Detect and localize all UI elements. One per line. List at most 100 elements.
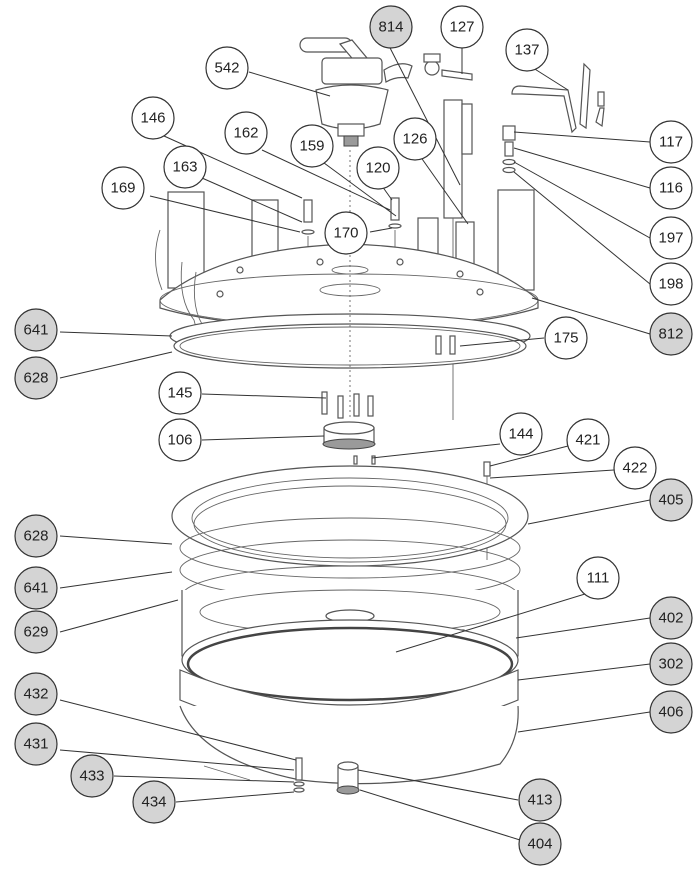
leader-169 bbox=[149, 195, 301, 233]
svg-text:163: 163 bbox=[172, 159, 197, 176]
leader-170 bbox=[369, 227, 393, 233]
callout-169: 169 bbox=[101, 166, 145, 210]
callout-bubbles: 814 127 137 542 146 162 159 126 117 120 … bbox=[14, 5, 693, 866]
leader-406 bbox=[517, 711, 651, 733]
svg-text:162: 162 bbox=[233, 125, 258, 142]
svg-text:405: 405 bbox=[658, 492, 683, 509]
fitting-127 bbox=[423, 53, 473, 81]
bottom-fittings bbox=[293, 757, 360, 795]
svg-text:542: 542 bbox=[214, 60, 239, 77]
svg-text:628: 628 bbox=[23, 370, 48, 387]
callout-406: 406 bbox=[649, 690, 693, 734]
callout-120: 120 bbox=[356, 146, 400, 190]
leader-126 bbox=[419, 155, 469, 225]
svg-text:431: 431 bbox=[23, 736, 48, 753]
svg-text:641: 641 bbox=[23, 322, 48, 339]
leader-812 bbox=[531, 297, 651, 335]
svg-text:120: 120 bbox=[365, 160, 390, 177]
leader-106 bbox=[201, 435, 325, 441]
callout-137: 137 bbox=[505, 28, 549, 72]
leader-175 bbox=[459, 337, 545, 347]
callout-628-top: 628 bbox=[14, 356, 58, 400]
callout-413: 413 bbox=[518, 778, 562, 822]
callout-106: 106 bbox=[158, 418, 202, 462]
leader-628-lower bbox=[59, 535, 173, 545]
fittings-117-198 bbox=[502, 125, 516, 174]
svg-text:641: 641 bbox=[23, 580, 48, 597]
leader-302 bbox=[517, 663, 651, 681]
leader-162 bbox=[261, 149, 391, 211]
leader-405 bbox=[527, 499, 651, 525]
callout-641-lower: 641 bbox=[14, 566, 58, 610]
callout-628-lower: 628 bbox=[14, 514, 58, 558]
svg-text:116: 116 bbox=[659, 180, 683, 197]
callout-162: 162 bbox=[224, 111, 268, 155]
callout-111: 111 bbox=[576, 556, 620, 600]
seal-628-lower bbox=[179, 517, 521, 579]
callout-302: 302 bbox=[649, 642, 693, 686]
screws-145 bbox=[321, 391, 374, 419]
leader-434 bbox=[175, 791, 295, 803]
svg-text:145: 145 bbox=[167, 385, 192, 402]
svg-text:421: 421 bbox=[575, 432, 600, 449]
callout-146: 146 bbox=[131, 96, 175, 140]
callout-127: 127 bbox=[440, 5, 484, 49]
callout-198: 198 bbox=[649, 262, 693, 306]
svg-text:137: 137 bbox=[514, 42, 539, 59]
callout-542: 542 bbox=[205, 46, 249, 90]
leader-413 bbox=[357, 769, 519, 801]
leader-198 bbox=[513, 171, 651, 285]
svg-text:433: 433 bbox=[79, 768, 104, 785]
leader-814 bbox=[385, 39, 461, 186]
callout-159: 159 bbox=[290, 124, 334, 168]
svg-text:432: 432 bbox=[23, 686, 48, 703]
svg-text:422: 422 bbox=[622, 460, 647, 477]
leader-116 bbox=[513, 147, 651, 189]
svg-text:175: 175 bbox=[553, 330, 578, 347]
svg-text:406: 406 bbox=[658, 704, 683, 721]
svg-text:146: 146 bbox=[140, 110, 165, 127]
callout-431: 431 bbox=[14, 722, 58, 766]
leader-163 bbox=[201, 177, 303, 223]
callout-126: 126 bbox=[393, 117, 437, 161]
svg-text:628: 628 bbox=[23, 528, 48, 545]
leader-641-top bbox=[59, 331, 173, 337]
svg-text:126: 126 bbox=[402, 131, 427, 148]
leader-137 bbox=[529, 65, 569, 91]
svg-text:106: 106 bbox=[167, 432, 192, 449]
callout-117: 117 bbox=[649, 120, 693, 164]
rod-814 bbox=[443, 99, 473, 420]
svg-text:117: 117 bbox=[659, 134, 683, 151]
leader-641-lower bbox=[59, 571, 173, 589]
tube-137 bbox=[511, 62, 605, 134]
callout-116: 116 bbox=[649, 166, 693, 210]
svg-text:629: 629 bbox=[23, 624, 48, 641]
leader-197 bbox=[513, 161, 651, 239]
leader-433 bbox=[113, 775, 295, 783]
leader-629 bbox=[59, 599, 179, 633]
leader-542 bbox=[248, 71, 331, 97]
callout-405: 405 bbox=[649, 478, 693, 522]
flange-ring-405 bbox=[171, 465, 529, 567]
callout-422: 422 bbox=[613, 446, 657, 490]
leader-111 bbox=[395, 589, 599, 653]
svg-text:814: 814 bbox=[378, 19, 403, 36]
bottom-shell-406 bbox=[179, 669, 519, 785]
callout-402: 402 bbox=[649, 596, 693, 640]
svg-text:404: 404 bbox=[527, 836, 552, 853]
leader-402 bbox=[515, 617, 651, 639]
leader-421 bbox=[489, 445, 569, 467]
callout-629: 629 bbox=[14, 610, 58, 654]
svg-text:812: 812 bbox=[658, 326, 683, 343]
svg-text:302: 302 bbox=[658, 656, 683, 673]
callout-163: 163 bbox=[163, 145, 207, 189]
callout-433: 433 bbox=[70, 754, 114, 798]
svg-text:111: 111 bbox=[587, 570, 610, 587]
leader-144 bbox=[371, 443, 501, 459]
hub-106 bbox=[322, 421, 376, 450]
svg-text:169: 169 bbox=[110, 180, 135, 197]
leader-432 bbox=[59, 699, 297, 761]
leader-lines bbox=[59, 39, 651, 841]
leader-159 bbox=[319, 159, 397, 217]
